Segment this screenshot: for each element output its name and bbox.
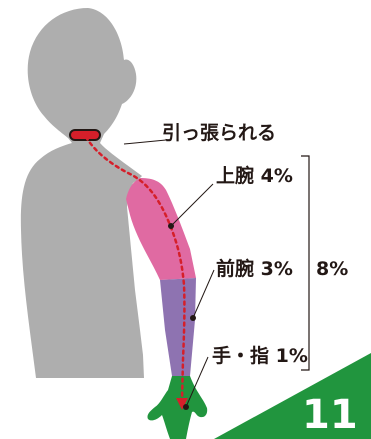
corner-triangle bbox=[214, 353, 371, 439]
body-silhouette bbox=[20, 8, 144, 378]
dotted-arrow-icon bbox=[84, 135, 188, 410]
pointer-line-upper-arm bbox=[170, 183, 214, 227]
pointer-lines bbox=[123, 139, 215, 410]
nerve-dotted-line bbox=[84, 135, 186, 402]
hand-label: 手・指 1% bbox=[212, 344, 308, 367]
torso-shape bbox=[20, 143, 144, 378]
forearm-segment bbox=[160, 278, 196, 376]
pointer-line-forearm bbox=[192, 269, 215, 319]
total-bracket bbox=[301, 155, 310, 371]
head-shape bbox=[27, 8, 137, 143]
red-tab-icon bbox=[69, 129, 101, 141]
pointer-dot-upper-arm bbox=[168, 223, 174, 229]
labels: 引っ張られる 上腕 4% 前腕 3% 手・指 1% 8% bbox=[162, 122, 348, 367]
total-label: 8% bbox=[316, 258, 348, 280]
corner-number: 11 bbox=[302, 392, 358, 438]
hand-segment bbox=[147, 376, 208, 439]
forearm-label: 前腕 3% bbox=[216, 257, 293, 280]
pulled-label: 引っ張られる bbox=[162, 122, 276, 144]
pointer-dot-hand bbox=[183, 404, 189, 410]
upper-arm-label: 上腕 4% bbox=[216, 164, 293, 187]
nerve-arrowhead bbox=[176, 398, 188, 410]
upper-arm-segment bbox=[126, 178, 196, 280]
pointer-line-pulled bbox=[123, 139, 167, 145]
pointer-dot-forearm bbox=[190, 315, 196, 321]
pointer-line-hand bbox=[185, 356, 209, 408]
corner-badge: 11 bbox=[214, 353, 371, 439]
neck-tag bbox=[69, 129, 101, 141]
